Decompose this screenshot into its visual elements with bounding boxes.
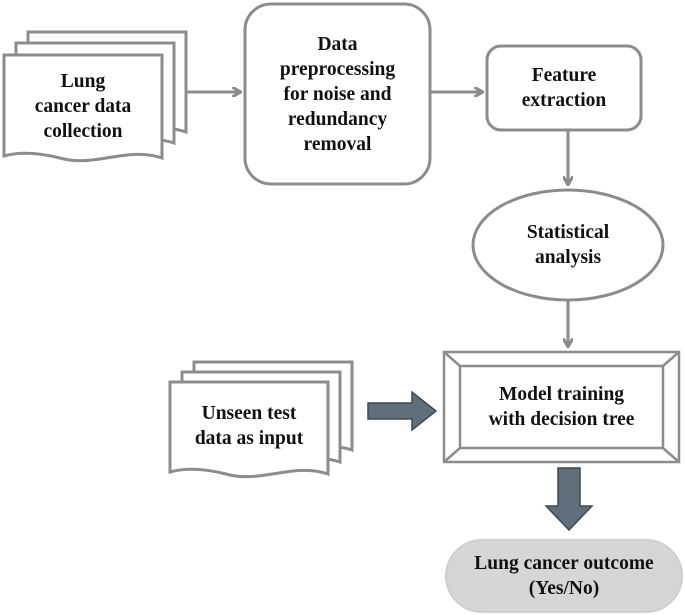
preprocessing-node [243, 2, 432, 186]
model-training-label: Model training with decision tree [488, 384, 635, 430]
unseen-test-data-label: Unseen test data as input [194, 403, 304, 449]
block-arrow-test-to-model [367, 390, 438, 432]
data-collection-node [2, 30, 188, 163]
data-collection-label: Lung cancer data collection [34, 70, 132, 142]
feature-extraction-label: Feature extraction [521, 65, 607, 111]
outcome-label: Lung cancer outcome (Yes/No) [474, 553, 654, 599]
feature-extraction-node [485, 44, 643, 132]
unseen-test-data-node [168, 360, 354, 479]
preprocessing-label: Data preprocessing for noise and redunda… [279, 33, 396, 155]
model-training-node [442, 350, 681, 464]
outcome-node [445, 539, 683, 613]
block-arrow-model-to-outcome [544, 467, 594, 532]
statistical-analysis-label: Statistical analysis [526, 222, 610, 268]
